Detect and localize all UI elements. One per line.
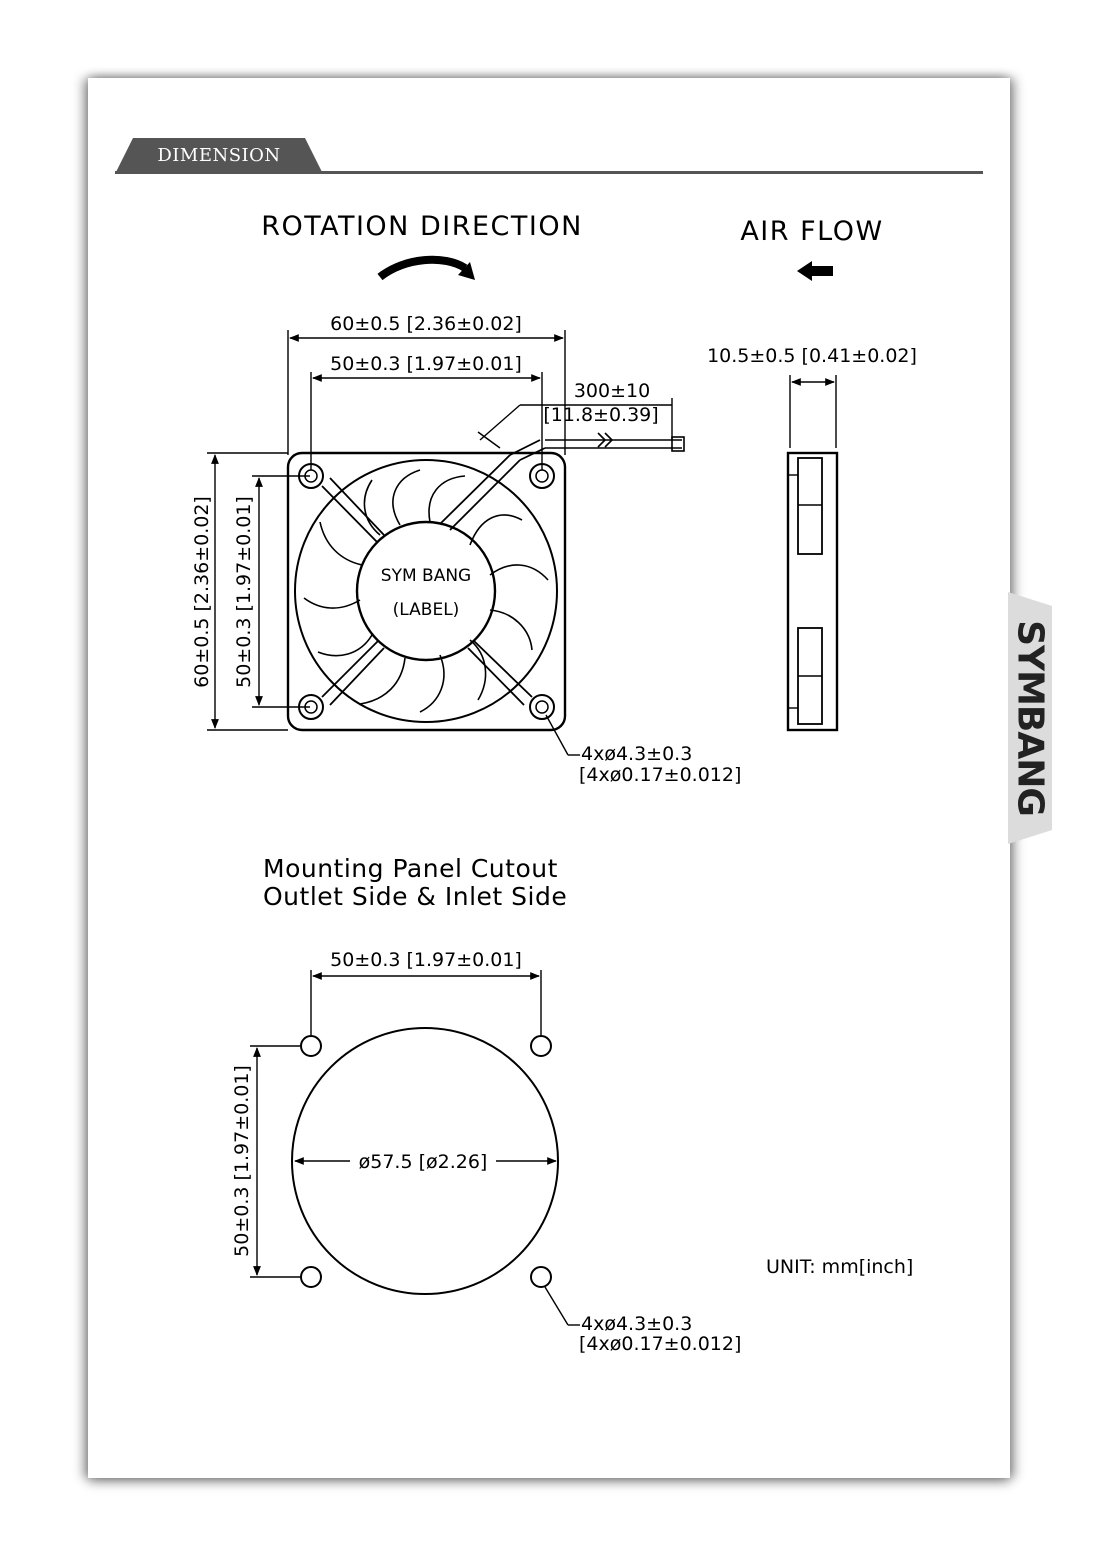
hole-spec-inch: [4xø0.17±0.012]: [579, 764, 741, 786]
thickness-label: 10.5±0.5 [0.41±0.02]: [707, 345, 917, 367]
cutout-height-dimension: [250, 1045, 300, 1278]
section-header: DIMENSION: [115, 138, 983, 178]
cutout-width-dimension: [310, 970, 542, 1035]
width-inner-label: 50±0.3 [1.97±0.01]: [330, 353, 522, 375]
cable-length-label: 300±10: [574, 380, 650, 402]
rotation-direction-label: ROTATION DIRECTION: [261, 211, 583, 242]
brand-side-tab: SYMBANG: [1008, 592, 1052, 844]
height-dimension-outer: [207, 452, 288, 731]
width-dimension-inner: [310, 372, 543, 470]
cutout-width-label: 50±0.3 [1.97±0.01]: [330, 949, 522, 971]
section-title: DIMENSION: [157, 145, 281, 166]
fan-cable: [545, 432, 685, 452]
cutout-hole-spec-mm: 4xø4.3±0.3: [581, 1313, 692, 1335]
height-inner-label: 50±0.3 [1.97±0.01]: [233, 496, 255, 688]
cable-length-inch-label: [11.8±0.39]: [543, 404, 658, 426]
cutout-hole-spec-inch: [4xø0.17±0.012]: [579, 1333, 741, 1355]
cutout-drawing: [291, 1027, 559, 1295]
width-outer-label: 60±0.5 [2.36±0.02]: [330, 313, 522, 335]
cutout-hole-leader: [544, 1286, 580, 1326]
cutout-title-line2: Outlet Side & Inlet Side: [263, 882, 567, 911]
height-outer-label: 60±0.5 [2.36±0.02]: [191, 496, 213, 688]
height-dimension-inner: [252, 475, 310, 708]
width-dimension-outer: [287, 330, 566, 455]
unit-label: UNIT: mm[inch]: [766, 1256, 913, 1278]
cutout-diameter-label: ø57.5 [ø2.26]: [359, 1151, 488, 1173]
cutout-height-label: 50±0.3 [1.97±0.01]: [231, 1065, 253, 1257]
fan-side-view: [786, 375, 839, 732]
hole-leader: [545, 714, 580, 756]
section-tab: [115, 138, 323, 174]
section-rule: [115, 171, 983, 174]
air-flow-label: AIR FLOW: [740, 216, 883, 247]
fan-front-view: [286, 439, 567, 732]
cutout-title-line1: Mounting Panel Cutout: [263, 854, 558, 883]
hole-spec-mm: 4xø4.3±0.3: [581, 743, 692, 765]
hub-label-placeholder: (LABEL): [393, 600, 460, 620]
hub-label-brand: SYM BANG: [381, 566, 471, 586]
air-flow-arrow-icon: [797, 261, 833, 281]
rotation-arrow-icon: [377, 255, 468, 281]
spec-sheet-page: [88, 78, 1010, 1478]
cable-length-dimension: [477, 398, 673, 449]
rotation-arrowhead-icon: [458, 262, 475, 280]
